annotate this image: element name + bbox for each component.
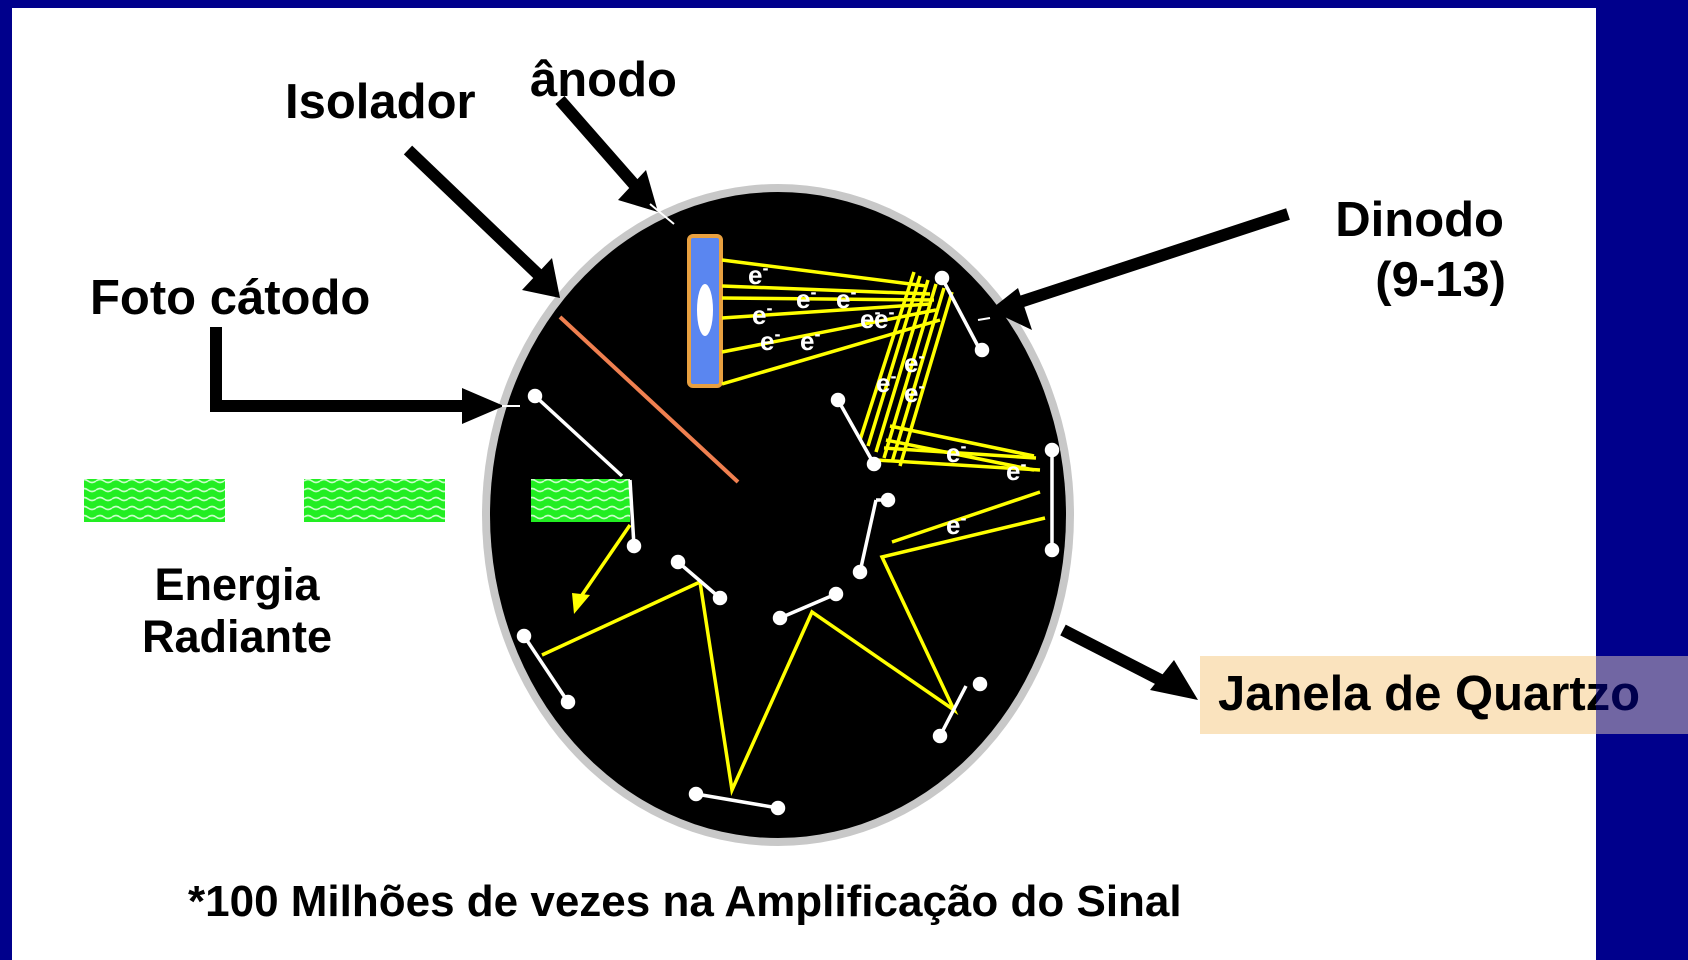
energia-label: Energia — [154, 559, 320, 610]
anodo-label: ânodo — [530, 53, 677, 107]
foto-catodo-label: Foto cátodo — [90, 271, 370, 325]
electron-paths — [541, 258, 1046, 797]
radiant-wave-icon — [531, 479, 630, 522]
electron-charge: - — [960, 508, 966, 528]
dynode-icon — [836, 399, 876, 465]
radiant-wave-icon — [84, 479, 225, 522]
electron-charge: - — [850, 282, 856, 302]
janela-label: Janela de Quartzo — [1218, 667, 1640, 721]
anode-window — [697, 284, 713, 336]
dinodo-range-label: (9-13) — [1375, 253, 1506, 307]
electron-charge: - — [888, 302, 894, 322]
dynode-icon — [779, 592, 837, 620]
electron-charge: - — [918, 376, 924, 396]
dynode-icon — [938, 685, 968, 737]
isolador-label: Isolador — [285, 75, 476, 129]
slide-border-right-mid — [1596, 656, 1688, 734]
radiante-label: Radiante — [142, 611, 332, 662]
photoelectron-arrowhead — [572, 593, 590, 614]
dinodo-label: Dinodo — [1335, 193, 1504, 247]
arrow-icon — [403, 145, 549, 285]
slide-border-right-top — [1596, 0, 1688, 656]
electron-charge: - — [918, 346, 924, 366]
tube-body — [490, 192, 1066, 838]
electron-charge: - — [890, 366, 896, 386]
dynode-icon — [858, 499, 878, 573]
slide-border-right-bottom — [1596, 734, 1688, 960]
electron-charge: - — [814, 324, 820, 344]
arrow-icon — [1006, 208, 1290, 312]
electron-charge: - — [960, 436, 966, 456]
electron-charge: - — [810, 282, 816, 302]
dynode-icon — [628, 479, 636, 547]
electron-charge: - — [1020, 454, 1026, 474]
dynode-icon — [522, 635, 570, 703]
arrow-icon — [462, 388, 504, 424]
dynode-icon — [695, 792, 779, 810]
dynode-icon — [533, 394, 624, 478]
footnote: *100 Milhões de vezes na Amplificação do… — [188, 877, 1182, 926]
arrow-icon — [1150, 660, 1198, 700]
arrow-icon — [618, 170, 658, 212]
electron-charge: - — [774, 324, 780, 344]
electron-labels: e-e-e-e-e-e-e-e-e-e-e-e-e-e- — [748, 258, 1026, 540]
isolator-plate — [558, 315, 740, 484]
arrow-icon — [555, 96, 651, 202]
dynode-icon — [940, 277, 982, 351]
radiant-wave-icon — [304, 479, 445, 522]
arrow-icon — [522, 258, 560, 298]
arrow-icon — [990, 288, 1032, 330]
dynodes — [516, 270, 1060, 816]
electron-charge: - — [874, 302, 880, 322]
arrow-icon — [210, 327, 480, 412]
electron-charge: - — [762, 258, 768, 278]
arrowheads — [462, 170, 1198, 700]
electron-charge: - — [766, 298, 772, 318]
dynode-icon — [676, 560, 722, 600]
arrow-tips — [502, 203, 991, 407]
